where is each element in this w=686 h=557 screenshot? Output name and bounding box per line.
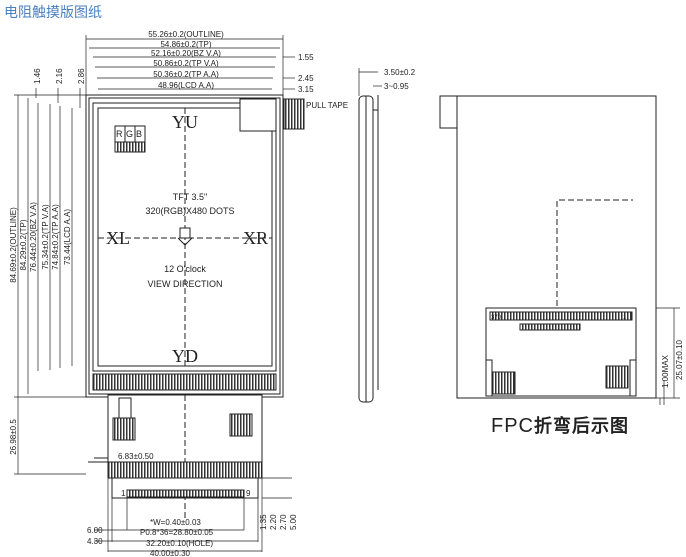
dim-fpc-left1: 6.00 <box>87 526 103 535</box>
center-text-2: 320(RGB)X480 DOTS <box>145 206 234 216</box>
bz-va-frame <box>92 102 277 372</box>
dim-left-small-1: 2.16 <box>55 68 64 84</box>
dim-left-0: 84.69±0.2(OUTLINE) <box>9 207 18 283</box>
dim-back-max: 1.00MAX <box>661 354 670 388</box>
left-dimension-lines <box>14 88 86 475</box>
dim-left-small-2: 2.86 <box>77 68 86 84</box>
dim-fpc-left2: 4.30 <box>87 537 103 546</box>
dim-fpc-width-small: 6.83±0.50 <box>118 452 154 461</box>
bottom-strip <box>92 373 277 391</box>
rgb-b: B <box>136 129 142 139</box>
dim-back-len: 25.07±0.10 <box>675 339 684 380</box>
dim-top-1: 54.86±0.2(TP) <box>160 40 211 49</box>
dim-left-4: 74.84±0.2(TP A.A) <box>51 204 60 270</box>
back-pin-left: 370 <box>491 315 502 321</box>
dim-fpc-overall: 40.00±0.30 <box>150 549 191 557</box>
fpc-pin-first: 1 <box>121 489 126 498</box>
dim-fpc-right-0: 1.35 <box>259 514 268 530</box>
fpc-pad-left <box>112 417 136 441</box>
dim-top-2: 52.16±0.20(BZ V.A) <box>151 49 221 58</box>
fpc-caption: FPC折弯后示图 <box>491 412 629 438</box>
pull-tape-box <box>239 98 277 132</box>
dim-right-small-1: 2.45 <box>298 74 314 83</box>
dim-left-1: 84.29±0.2(TP) <box>19 219 28 270</box>
axis-xr: XR <box>243 228 268 248</box>
dim-left-3: 75.34±0.2(TP V.A) <box>41 204 50 270</box>
back-view <box>439 95 680 405</box>
rgb-r: R <box>116 129 123 139</box>
dim-right-small-2: 3.15 <box>298 85 314 94</box>
back-pull-tape <box>439 95 458 129</box>
axis-xl: XL <box>106 228 130 248</box>
dim-fpc-right-2: 2.70 <box>279 514 288 530</box>
side-view <box>358 68 382 403</box>
dim-left-small-0: 1.46 <box>33 68 42 84</box>
back-pin-right: 1 <box>623 315 627 321</box>
dim-fpc-tail: 26.98±0.5 <box>9 419 18 455</box>
page-title: 电阻触摸版图纸 <box>4 5 102 21</box>
view-text-2: VIEW DIRECTION <box>147 279 222 289</box>
dim-left-2: 76.44±0.20(BZ V.A) <box>29 202 38 272</box>
fpc-caption-prefix: FPC <box>491 415 534 437</box>
dim-side-thin: 3~0.95 <box>384 82 409 91</box>
fpc-bottom-dimension-lines <box>94 477 292 552</box>
pull-tape <box>283 98 305 130</box>
top-dimension-lines <box>85 35 295 95</box>
rgb-g: G <box>126 129 133 139</box>
dim-fpc-w: *W=0.40±0.03 <box>150 518 201 527</box>
dim-fpc-hole: 32.20±0.10(HOLE) <box>146 539 213 548</box>
back-pad-left <box>492 371 516 395</box>
dim-side-thick: 3.50±0.2 <box>384 68 416 77</box>
dim-top-4: 50.36±0.2(TP A.A) <box>153 70 219 79</box>
dim-left-5: 73.44(LCD A.A) <box>63 209 72 265</box>
dim-top-0: 55.26±0.2(OUTLINE) <box>148 30 224 39</box>
tp-frame <box>88 97 281 395</box>
dim-top-5: 48.96(LCD A.A) <box>158 81 214 90</box>
axis-yd: YD <box>172 346 198 366</box>
fpc-pin-last: 9 <box>246 489 251 498</box>
dim-fpc-right-3: 5.00 <box>289 514 298 530</box>
dim-fpc-pitch: P0.8*36=28.80±0.05 <box>140 528 214 537</box>
fpc-pins <box>126 489 245 498</box>
axis-yu: YU <box>172 112 198 132</box>
fpc-pad-right <box>229 413 253 437</box>
center-text-1: TFT 3.5" <box>173 192 208 202</box>
dim-top-3: 50.86±0.2(TP V.A) <box>153 59 219 68</box>
dim-right-small-0: 1.55 <box>298 53 314 62</box>
view-arrow-icon <box>179 227 191 239</box>
pull-tape-label: PULL TAPE <box>306 101 348 110</box>
dim-fpc-right-1: 2.20 <box>269 514 278 530</box>
fpc-tail <box>88 394 263 520</box>
view-text-1: 12 O'clock <box>164 264 206 274</box>
fpc-caption-suffix: 折弯后示图 <box>534 416 629 437</box>
back-pad-right <box>605 365 629 389</box>
